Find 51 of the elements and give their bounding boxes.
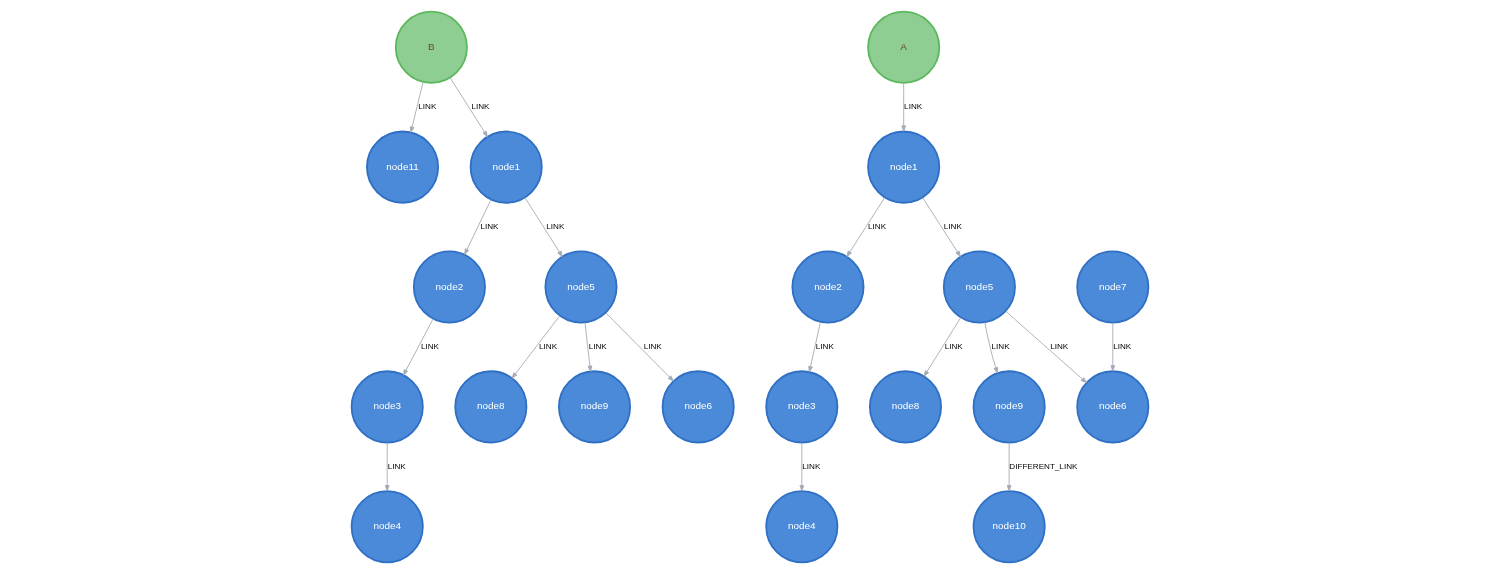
arrow <box>1110 322 1116 372</box>
arrow <box>409 81 424 133</box>
arrow <box>1005 310 1087 384</box>
node-circle: node7 <box>1076 250 1150 324</box>
edge-label: LINK <box>643 341 662 351</box>
edge-label: LINK <box>944 341 963 351</box>
edge-label: LINK <box>802 461 821 471</box>
arrow <box>901 82 907 132</box>
arrow <box>584 322 593 372</box>
arrow <box>808 321 821 373</box>
node-circle: node11 <box>366 130 440 204</box>
edge-label: LINK <box>1113 341 1132 351</box>
arrow <box>464 199 492 255</box>
edge-label: LINK <box>539 341 558 351</box>
edge-label: LINK <box>546 222 565 232</box>
arrow <box>922 197 961 257</box>
node-circle: node10 <box>972 490 1046 564</box>
edge-label: LINK <box>588 341 607 351</box>
arrow <box>403 318 434 376</box>
edge-label: LINK <box>1050 341 1069 351</box>
node-circle: node9 <box>558 370 631 444</box>
arrow <box>384 442 390 492</box>
edge-label: LINK <box>421 341 440 351</box>
edge-label: DIFFERENT_LINK <box>1009 461 1078 471</box>
node-circle: node3 <box>765 370 839 444</box>
node-circle: node4 <box>350 490 424 564</box>
node-circle: node4 <box>765 490 839 564</box>
edge-label: LINK <box>904 102 923 112</box>
edge-label: LINK <box>815 341 834 351</box>
arrow <box>923 317 962 377</box>
edge-label: LINK <box>471 102 490 112</box>
arrow <box>524 197 563 257</box>
arrow <box>449 77 488 138</box>
arrow <box>799 442 805 492</box>
edge-label: LINK <box>991 341 1010 351</box>
edge-label: LINK <box>480 222 499 232</box>
arrow <box>846 197 886 257</box>
arrow <box>1006 442 1012 492</box>
edge-label: LINK <box>943 222 962 232</box>
node-circle: node1 <box>867 130 941 204</box>
edge-label: LINK <box>387 461 406 471</box>
node-circle: node6 <box>661 370 735 444</box>
edge-label: LINK <box>868 222 887 232</box>
arrow <box>984 321 999 374</box>
node-circle: node9 <box>972 370 1046 444</box>
node-circle: A <box>867 10 941 84</box>
edge-label: LINK <box>418 102 437 112</box>
node-circle: B <box>394 10 468 84</box>
arrow <box>605 312 674 382</box>
arrow <box>511 315 561 379</box>
node-circle: node6 <box>1076 370 1150 444</box>
